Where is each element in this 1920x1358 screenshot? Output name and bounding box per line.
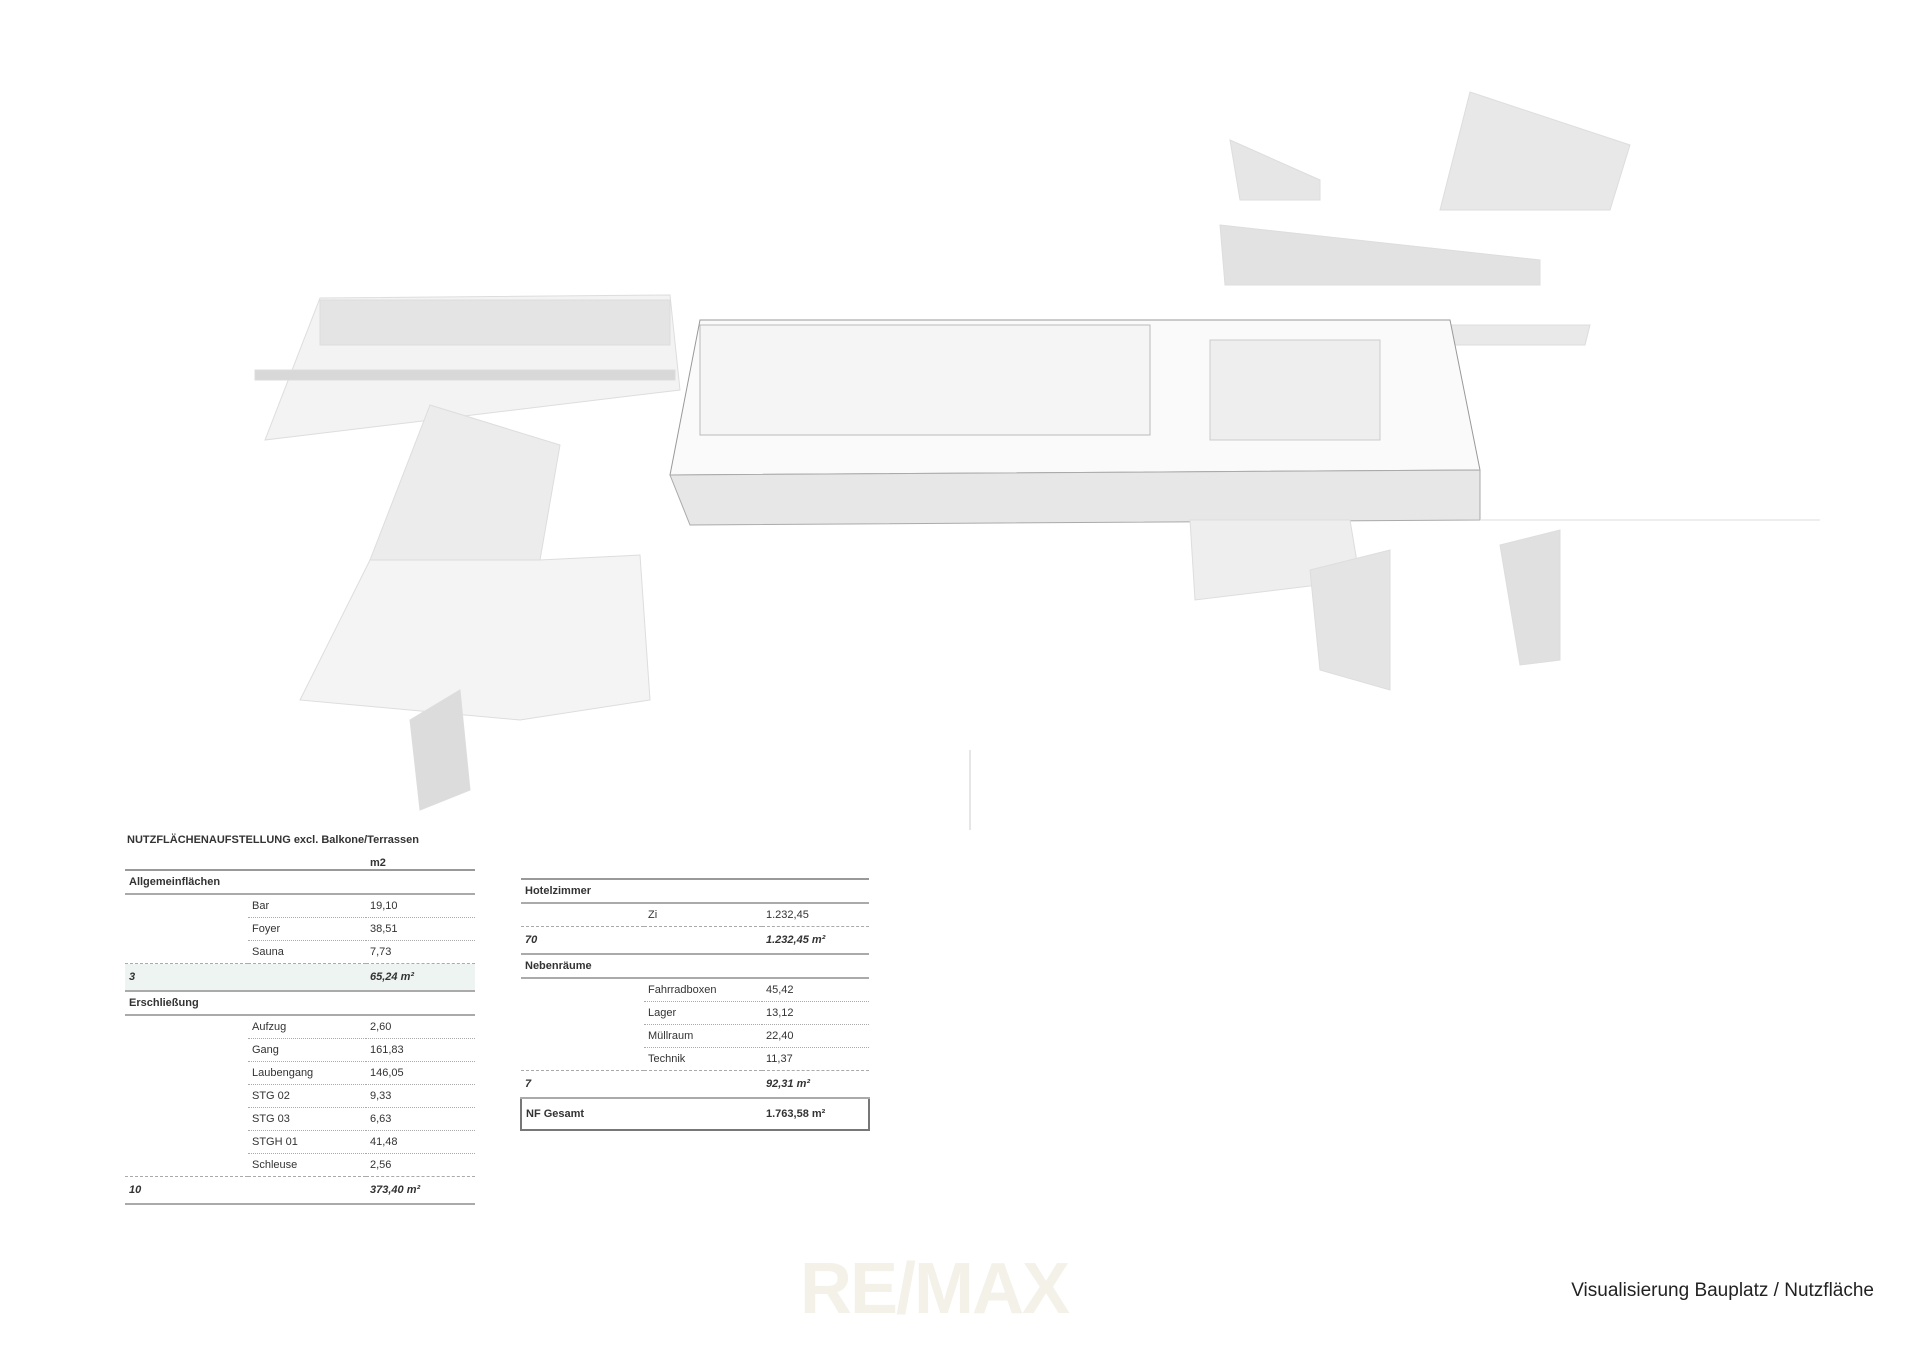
table-cell: Bar	[248, 894, 366, 918]
table-cell: 9,33	[366, 1084, 475, 1108]
table-cell: 161,83	[366, 1038, 475, 1062]
subtotal-row: 70 1.232,45 m²	[521, 926, 869, 955]
table-cell: Sauna	[248, 940, 366, 964]
table-cell: 11,37	[762, 1047, 869, 1071]
table-cell: 65,24 m²	[366, 963, 475, 992]
subtotal-row: 10 373,40 m²	[125, 1176, 475, 1205]
table-cell: Müllraum	[644, 1024, 762, 1048]
table-cell: 45,42	[762, 978, 869, 1002]
section-row: Allgemeinflächen	[125, 870, 475, 895]
table-cell: 2,60	[366, 1015, 475, 1039]
table-cell: Laubengang	[248, 1061, 366, 1085]
table-cell: 7,73	[366, 940, 475, 964]
building-left-balcony	[254, 369, 676, 381]
table-cell: 38,51	[366, 917, 475, 941]
table-cell: 1.232,45	[762, 903, 869, 927]
table-cell: 3	[125, 963, 248, 992]
watermark-logo: RE/MAX	[800, 1249, 1070, 1329]
section-row: Hotelzimmer	[521, 878, 869, 904]
table-cell: Technik	[644, 1047, 762, 1071]
table-cell: STGH 01	[248, 1130, 366, 1154]
table-cell: Aufzug	[248, 1015, 366, 1039]
table-cell: 1.232,45 m²	[762, 926, 869, 955]
subtotal-row: 7 92,31 m²	[521, 1070, 869, 1099]
table-cell: 92,31 m²	[762, 1070, 869, 1099]
hotel-rooftop-structure	[1209, 339, 1381, 441]
table-cell: 10	[125, 1176, 248, 1205]
building-block	[1229, 139, 1321, 201]
table-cell: 7	[521, 1070, 644, 1099]
house-small	[1499, 529, 1561, 666]
table-cell: Gang	[248, 1038, 366, 1062]
table-cell: 2,56	[366, 1153, 475, 1177]
table-cell: Allgemeinflächen	[125, 870, 475, 895]
table-cell: m2	[366, 830, 475, 871]
table-cell: Hotelzimmer	[521, 878, 869, 904]
table-cell: STG 03	[248, 1107, 366, 1131]
section-row: Erschließung	[125, 991, 475, 1016]
table-cell: Foyer	[248, 917, 366, 941]
subtotal-row: 3 65,24 m²	[125, 963, 475, 992]
house-pitched	[299, 554, 651, 721]
table-header-row: m2	[125, 830, 475, 871]
page-caption: Visualisierung Bauplatz / Nutzfläche	[1571, 1280, 1874, 1301]
table-cell: Lager	[644, 1001, 762, 1025]
table-cell: Erschließung	[125, 991, 475, 1016]
building-block	[1219, 224, 1541, 286]
table-cell: 13,12	[762, 1001, 869, 1025]
house-pitched	[369, 404, 561, 561]
table-cell: 70	[521, 926, 644, 955]
hotel-roof-solar	[699, 324, 1151, 436]
table-cell: 1.763,58 m²	[762, 1097, 870, 1131]
house-pitched	[409, 689, 471, 811]
table-cell: Zi	[644, 903, 762, 927]
table-cell: 146,05	[366, 1061, 475, 1085]
hotel-facade	[669, 469, 1481, 526]
building-left-roof	[319, 299, 671, 346]
section-row: Nebenräume	[521, 954, 869, 979]
table-cell: STG 02	[248, 1084, 366, 1108]
table-cell: 373,40 m²	[366, 1176, 475, 1205]
building-block	[1439, 91, 1631, 211]
table-cell: Nebenräume	[521, 954, 869, 979]
table-cell: Schleuse	[248, 1153, 366, 1177]
table-cell: Fahrradboxen	[644, 978, 762, 1002]
building-block	[1449, 324, 1591, 346]
house-small	[1309, 549, 1391, 691]
table-cell: 22,40	[762, 1024, 869, 1048]
table-cell: NF Gesamt	[520, 1097, 762, 1131]
table-cell: 19,10	[366, 894, 475, 918]
table-cell: 41,48	[366, 1130, 475, 1154]
table-cell: 6,63	[366, 1107, 475, 1131]
